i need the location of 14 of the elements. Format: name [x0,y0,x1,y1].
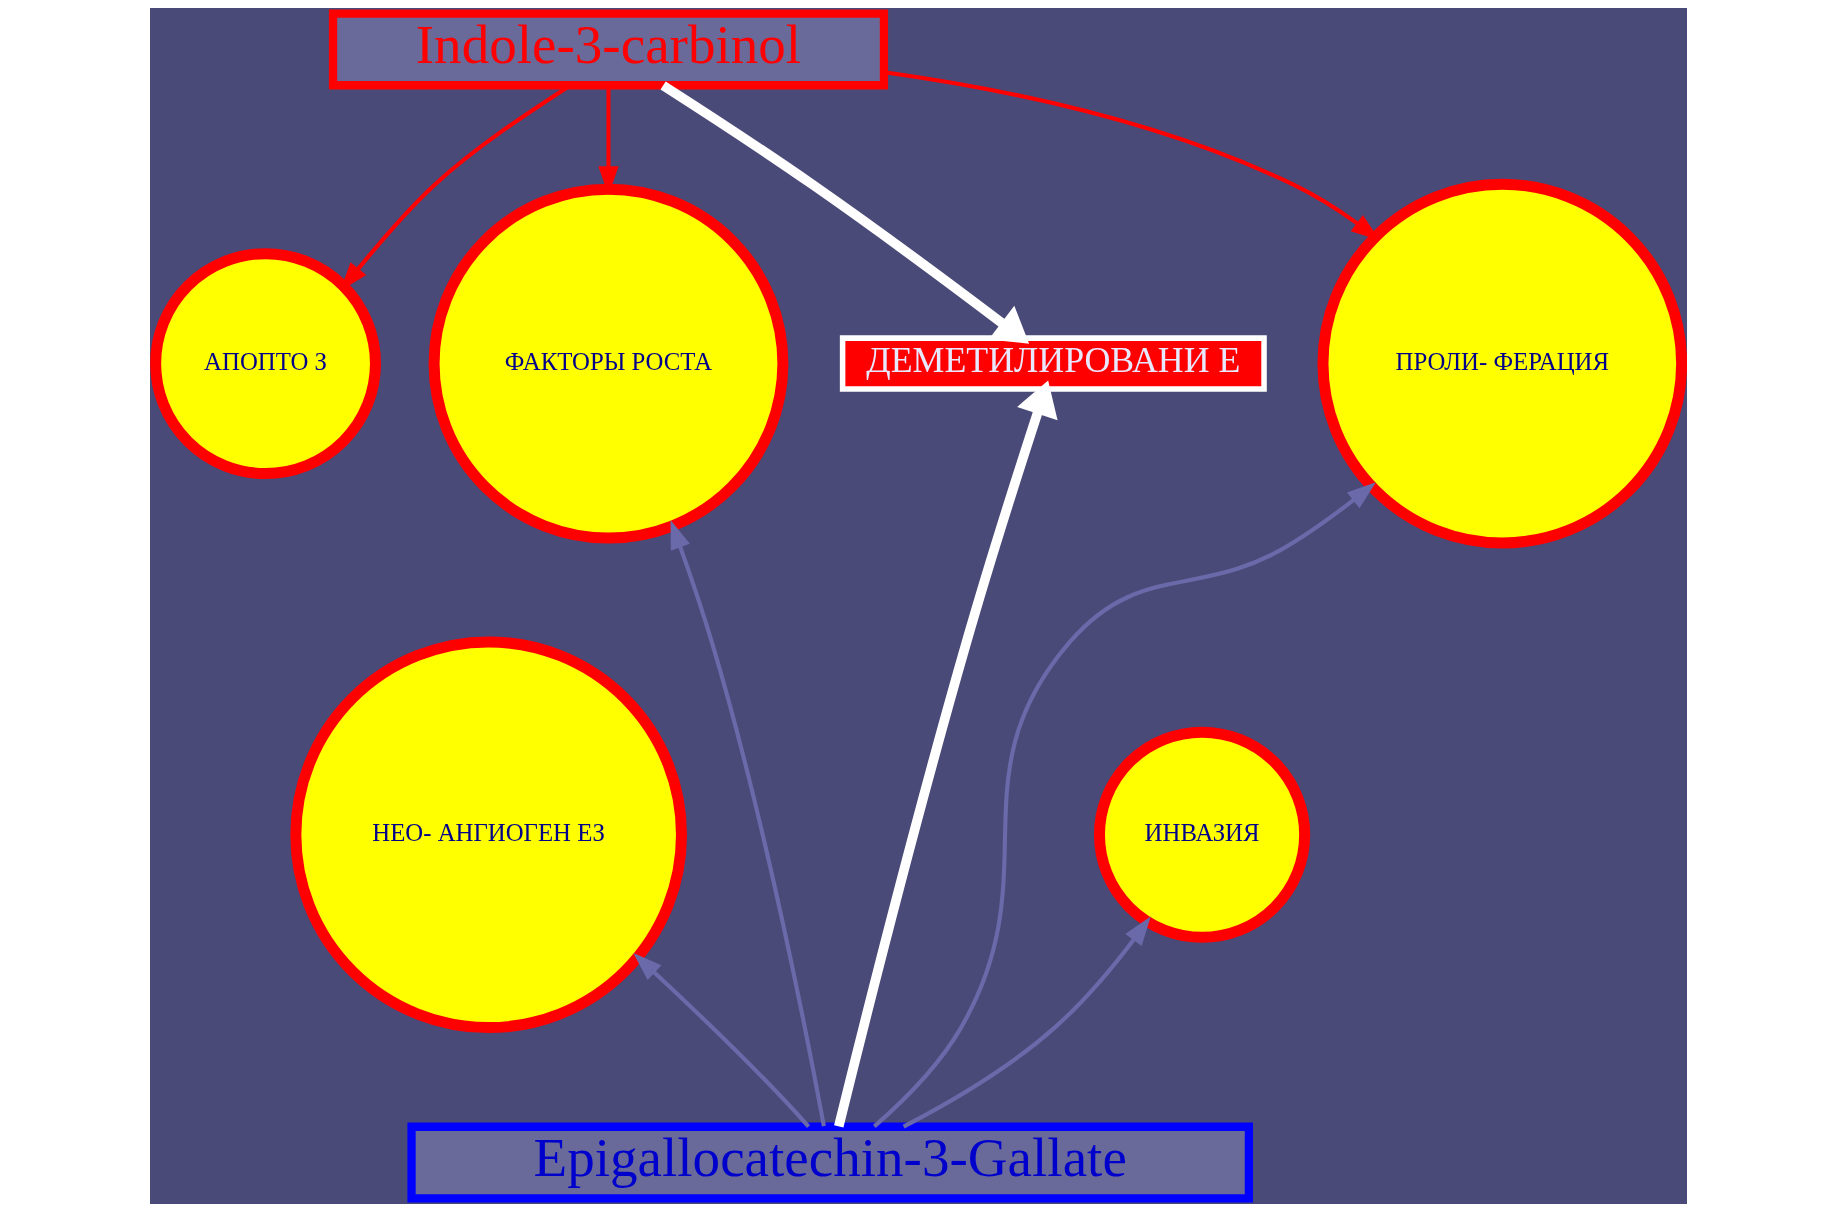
node-circle: ПРОЛИ- ФЕРАЦИЯ [1316,178,1687,549]
node-circle: НЕО- АНГИОГЕН ЕЗ [289,636,687,1034]
node-box: Indole-3-carbinol [328,9,888,90]
node-box: Epigallocatechin-3-Gallate [406,1122,1253,1203]
arrow [902,916,1151,1129]
arrow [632,952,810,1128]
arrow [670,520,826,1127]
node-circle: ФАКТОРЫ РОСТА [428,183,788,544]
arrow [660,81,1029,344]
node-circle: ИНВАЗИЯ [1093,726,1310,943]
node-circle: АПОПТО З [149,248,381,480]
arrow [833,380,1058,1128]
arrow [872,482,1376,1128]
node-box: ДЕМЕТИЛИРОВАНИ Е [839,335,1267,392]
